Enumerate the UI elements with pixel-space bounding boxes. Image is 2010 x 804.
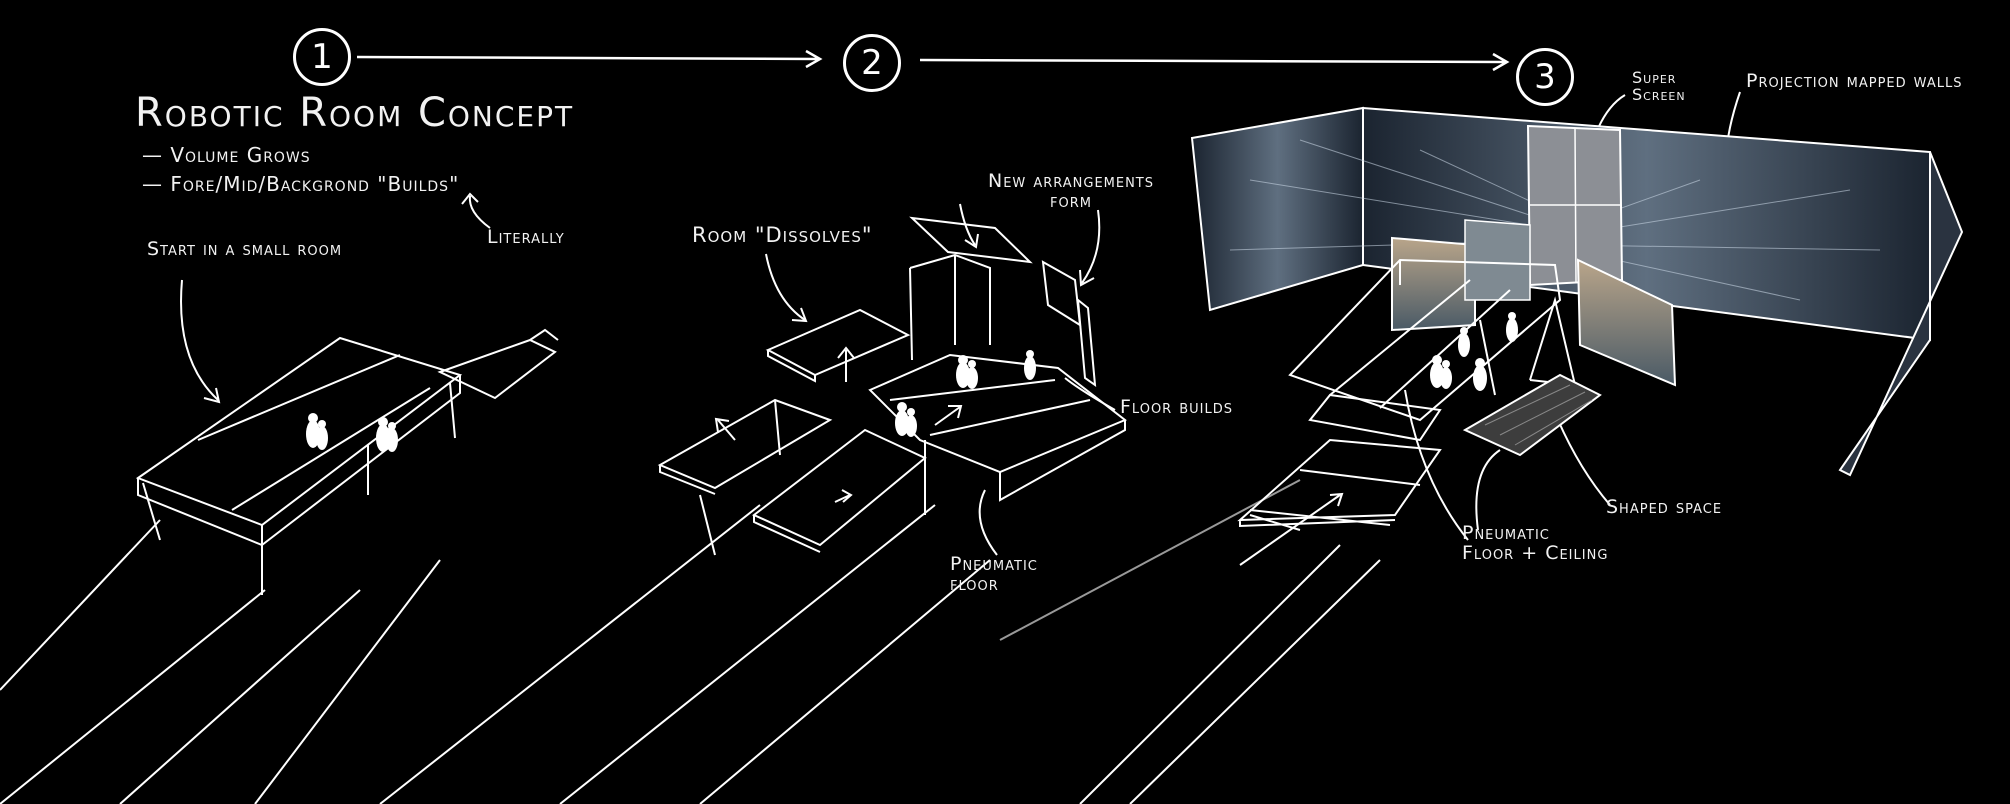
stage-1-figures <box>306 413 398 452</box>
stage-3-shaped-space <box>999 106 1964 804</box>
stage-2-figures <box>895 350 1036 437</box>
arrow-new-arrangement-1 <box>959 203 979 249</box>
annotation-literally: Literally <box>487 226 565 248</box>
step-arrows <box>356 49 1510 72</box>
annotation-pneumatic-floor-line-2: floor <box>950 572 999 595</box>
step-1-badge: 1 <box>293 28 351 86</box>
annotation-room-dissolves: Room "Dissolves" <box>692 223 873 247</box>
arrow-1-to-2 <box>356 49 823 69</box>
arrow-pneumatic-2 <box>1475 449 1501 531</box>
annotation-pneumatic-floor-ceiling: Pneumatic Floor + Ceiling <box>1462 522 1609 564</box>
annotation-super-screen-line-2: Screen <box>1632 84 1686 104</box>
arrow-to-builds <box>461 192 491 229</box>
step-2-badge: 2 <box>843 34 901 92</box>
arrow-pneumatic-1 <box>1404 389 1469 541</box>
annotation-super-screen: Super Screen <box>1632 68 1686 104</box>
annotation-new-arrangements: New arrangements form <box>988 170 1155 212</box>
bullet-builds: — Fore/Mid/Backgrond "Builds" <box>142 172 460 196</box>
annotation-start-small-room: Start in a small room <box>147 238 343 260</box>
annotation-super-screen-line-1: Super <box>1632 68 1677 87</box>
annotation-projection-mapped-walls: Projection mapped walls <box>1746 70 1963 92</box>
annotation-pneumatic-floor-ceiling-line-2: Floor + Ceiling <box>1462 541 1609 564</box>
bullet-volume-grows: — Volume Grows <box>142 143 311 167</box>
arrow-new-arrangement-2 <box>1079 209 1101 287</box>
arrow-shaped-space <box>1557 419 1611 506</box>
annotation-pneumatic-floor-ceiling-line-1: Pneumatic <box>1462 522 1550 544</box>
arrow-pneumatic-floor <box>978 489 998 556</box>
stage-1-small-room <box>0 328 559 804</box>
annotation-floor-builds: Floor builds <box>1120 396 1234 418</box>
annotation-new-arrangements-line-1: New arrangements <box>988 170 1155 192</box>
stage-3-figures <box>1430 312 1518 391</box>
arrow-2-to-3 <box>919 52 1510 72</box>
step-3-badge: 3 <box>1516 48 1574 106</box>
annotation-pneumatic-floor-line-1: Pneumatic <box>950 553 1038 575</box>
annotation-new-arrangements-line-2: form <box>1050 189 1092 212</box>
arrow-to-dissolved-room <box>765 253 808 323</box>
annotation-shaped-space: Shaped space <box>1606 496 1723 518</box>
arrow-to-small-room <box>180 279 221 404</box>
stage-2-dissolved-room <box>379 216 1127 804</box>
annotation-pneumatic-floor: Pneumatic floor <box>950 553 1038 595</box>
page-title: Robotic Room Concept <box>135 90 575 136</box>
